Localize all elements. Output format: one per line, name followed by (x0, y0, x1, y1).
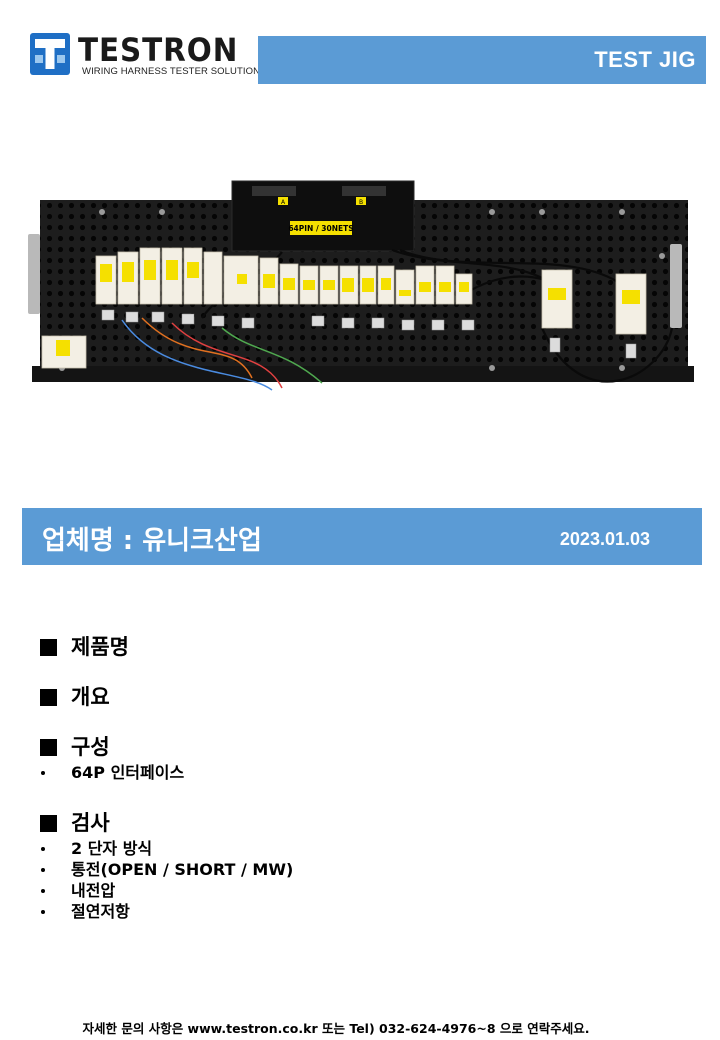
test-jig-photo: A B 64PIN / 30NETS (28, 180, 694, 391)
section-inspection: 검사 2 단자 방식 통전(OPEN / SHORT / MW) 내전압 절연저… (40, 808, 680, 922)
contact-footer: 자세한 문의 사항은 www.testron.co.kr 또는 Tel) 032… (82, 1021, 590, 1036)
square-bullet-icon (40, 738, 57, 756)
list-item: 64P 인터페이스 (40, 762, 680, 783)
spec-sections: 제품명 개요 구성 64P 인터페이스 검사 2 단자 방식 통전(OPEN /… (40, 632, 680, 922)
composition-list: 64P 인터페이스 (40, 762, 680, 783)
list-item: 절연저항 (40, 901, 680, 922)
section-title: 개요 (71, 685, 110, 709)
section-heading: 구성 (40, 732, 680, 762)
square-bullet-icon (40, 688, 57, 706)
section-heading: 제품명 (40, 632, 680, 662)
company-banner: 업체명 : 유니크산업 2023.01.03 (22, 508, 702, 565)
section-composition: 구성 64P 인터페이스 (40, 732, 680, 808)
list-item: 2 단자 방식 (40, 838, 680, 859)
inspection-list: 2 단자 방식 통전(OPEN / SHORT / MW) 내전압 절연저항 (40, 838, 680, 922)
title-banner: TEST JIG (258, 36, 706, 84)
section-title: 구성 (71, 735, 110, 759)
connector-b (342, 186, 386, 196)
section-heading: 검사 (40, 808, 680, 838)
testron-logo: TESTRON WIRING HARNESS TESTER SOLUTIONS (30, 31, 266, 81)
square-bullet-icon (40, 814, 57, 832)
document-title: TEST JIG (594, 47, 696, 72)
company-name: 업체명 : 유니크산업 (42, 526, 262, 556)
section-title: 검사 (71, 811, 110, 835)
connector-b-label: B (359, 199, 363, 206)
testron-logo-mark-icon (30, 33, 70, 75)
section-heading: 개요 (40, 682, 680, 712)
brand-tagline: WIRING HARNESS TESTER SOLUTIONS (82, 66, 267, 77)
connector-modules (41, 247, 647, 369)
connector-a-label: A (281, 199, 286, 206)
section-product-name: 제품명 (40, 632, 680, 682)
connector-a (252, 186, 296, 196)
interface-box-label: 64PIN / 30NETS (288, 224, 353, 233)
list-item: 통전(OPEN / SHORT / MW) (40, 859, 680, 880)
square-bullet-icon (40, 638, 57, 656)
section-title: 제품명 (71, 635, 129, 659)
document-date: 2023.01.03 (559, 529, 650, 549)
brand-name: TESTRON (78, 31, 239, 69)
board-base (32, 366, 694, 382)
right-handle (670, 244, 682, 328)
section-overview: 개요 (40, 682, 680, 732)
list-item: 내전압 (40, 880, 680, 901)
left-handle (28, 234, 40, 314)
